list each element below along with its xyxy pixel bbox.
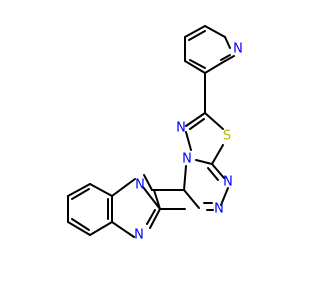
- bond: [185, 112, 206, 127]
- bond: [111, 178, 136, 197]
- atom-label-n-triazole-1: N: [223, 175, 233, 190]
- bond: [71, 188, 90, 200]
- bond: [143, 174, 153, 191]
- bond: [183, 165, 187, 191]
- bond: [188, 30, 206, 41]
- bond: [189, 118, 205, 130]
- structure-canvas: N S N N N N N N: [67, 25, 243, 243]
- bond: [153, 189, 161, 210]
- bond: [184, 60, 206, 74]
- bond: [67, 221, 91, 236]
- bond: [183, 189, 200, 209]
- bond: [220, 187, 229, 206]
- atom-label-n-benzimidazole-3: N: [134, 228, 144, 243]
- atom-labels: N S N N N N N N: [134, 42, 243, 243]
- atom-label-n-pyridine: N: [233, 42, 243, 57]
- bond: [211, 144, 224, 165]
- bond: [67, 183, 91, 197]
- bond: [149, 208, 161, 229]
- bonds: [67, 25, 235, 238]
- bond: [224, 36, 231, 49]
- bond: [146, 209, 156, 225]
- bond: [204, 60, 226, 74]
- bond: [204, 112, 224, 130]
- atom-label-n-thiadiazole: N: [176, 121, 186, 136]
- bond: [224, 55, 235, 62]
- bond: [185, 131, 192, 151]
- bond: [89, 221, 113, 236]
- bond: [207, 167, 219, 181]
- bond: [204, 25, 226, 38]
- bond: [184, 25, 206, 38]
- bond: [189, 59, 206, 69]
- bond: [211, 163, 225, 179]
- atom-label-n-benzimidazole-1: N: [135, 178, 145, 193]
- bond: [111, 221, 135, 238]
- bond: [142, 186, 161, 210]
- atom-label-n-triazole-2: N: [214, 202, 224, 217]
- bond: [71, 218, 90, 231]
- atom-label-s-thiadiazole: S: [223, 129, 231, 144]
- atom-label-n-bridge: N: [182, 152, 192, 167]
- molecule-drawing: N S N N N N N N: [67, 25, 243, 243]
- bond: [220, 54, 231, 61]
- bond: [89, 183, 113, 197]
- bond: [195, 159, 213, 165]
